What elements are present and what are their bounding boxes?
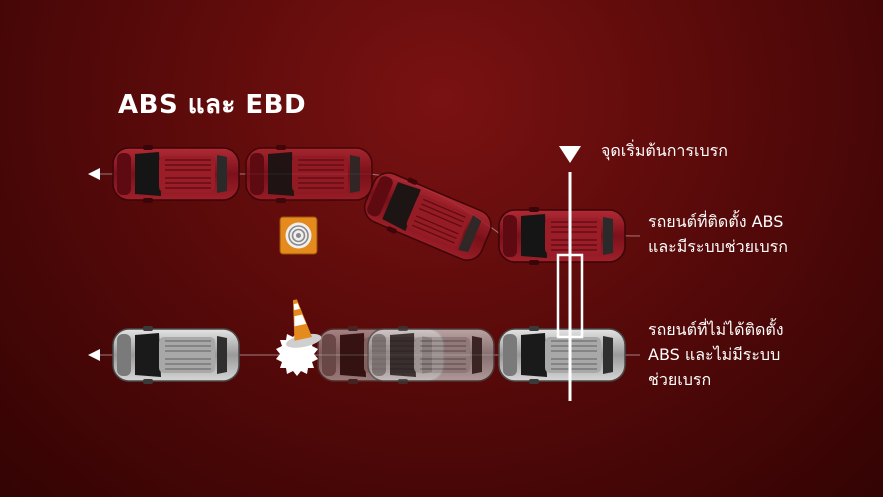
- direction-arrow-icon: [88, 168, 100, 180]
- non-abs-car: [113, 326, 239, 384]
- abs-car-ghost: [246, 145, 372, 203]
- direction-arrow-icon: [88, 349, 100, 361]
- abs-car-ghost: [359, 165, 498, 268]
- abs-car-description-line: รถยนต์ที่ติดตั้ง ABS: [648, 209, 788, 234]
- non-abs-car-description-line: รถยนต์ที่ไม่ได้ติดตั้ง: [648, 317, 784, 342]
- abs-car-description: รถยนต์ที่ติดตั้ง ABS และมีระบบช่วยเบรก: [648, 209, 788, 259]
- abs-car: [113, 145, 239, 203]
- non-abs-car: [499, 326, 625, 384]
- non-abs-car-description-line: ABS และไม่มีระบบ: [648, 342, 784, 367]
- brake-point-label: จุดเริ่มต้นการเบรก: [601, 138, 728, 163]
- abs-car-description-line: และมีระบบช่วยเบรก: [648, 234, 788, 259]
- non-abs-car-description-line: ช่วยเบรก: [648, 367, 784, 392]
- brake-point-marker-icon: [559, 146, 581, 163]
- slippery-road-sign-icon: [280, 217, 317, 254]
- non-abs-car-ghost: [368, 326, 494, 384]
- non-abs-car-description: รถยนต์ที่ไม่ได้ติดตั้ง ABS และไม่มีระบบ …: [648, 317, 784, 392]
- abs-car: [499, 207, 625, 265]
